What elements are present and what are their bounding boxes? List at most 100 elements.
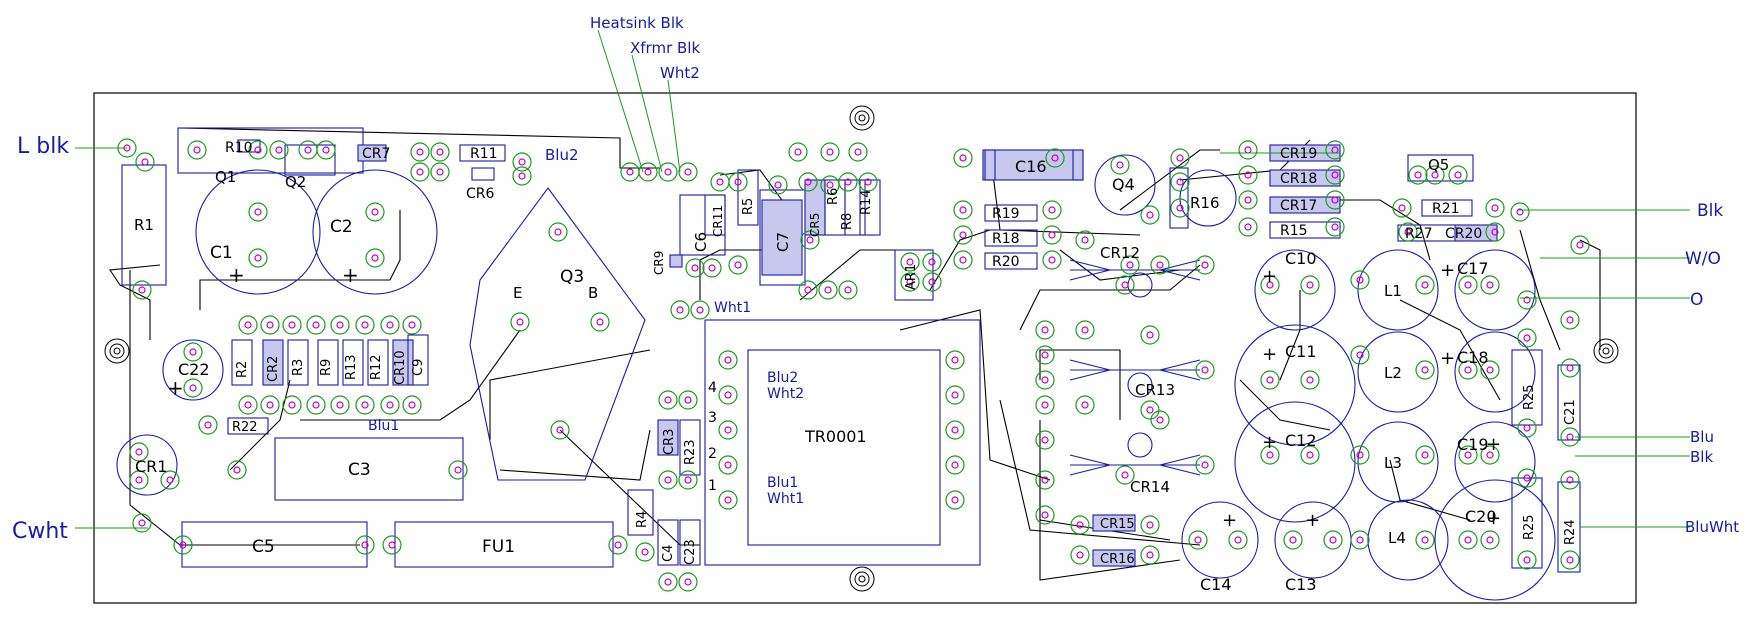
ref-R12: R12	[369, 354, 384, 380]
drill-hole	[1081, 236, 1089, 244]
ref-AR1: AR1	[904, 264, 919, 290]
drill-hole	[696, 306, 704, 314]
wire-label-blk-right: Blk	[1697, 201, 1723, 221]
ref-CR5: CR5	[808, 213, 822, 237]
drill-hole	[724, 391, 732, 399]
svg-text:+: +	[1262, 344, 1277, 365]
drill-hole	[844, 178, 852, 186]
ref-R14: R14	[859, 189, 874, 215]
drill-hole	[312, 321, 320, 329]
solder-pad	[512, 166, 532, 186]
drill-hole	[804, 178, 812, 186]
solder-pad	[945, 455, 965, 475]
ref-C17: C17	[1457, 259, 1489, 278]
drill-hole	[454, 466, 462, 474]
drill-hole	[189, 384, 197, 392]
ref-E: E	[513, 284, 522, 302]
drill-hole	[254, 146, 262, 154]
svg-text:+: +	[1222, 510, 1237, 531]
ref-CR2: CR2	[266, 356, 281, 382]
ref-CR15: CR15	[1100, 517, 1135, 532]
drill-hole	[1121, 281, 1129, 289]
drill-hole	[1076, 551, 1084, 559]
ref-CR17: CR17	[1280, 198, 1317, 214]
solder-pad	[1228, 530, 1248, 550]
drill-hole	[518, 172, 526, 180]
drill-hole	[614, 541, 622, 549]
drill-hole	[1266, 281, 1274, 289]
solder-pad	[678, 390, 698, 410]
wire-label-wht1-tr: Wht1	[767, 491, 804, 507]
drill-hole	[641, 548, 649, 556]
solder-pad	[282, 315, 302, 335]
solder-pad	[306, 395, 326, 415]
drill-hole	[794, 148, 802, 156]
drill-hole	[1156, 261, 1164, 269]
solder-pad	[1035, 370, 1055, 390]
ref-R18: R18	[992, 231, 1020, 247]
component-outlines	[116, 127, 1581, 601]
svg-text:+: +	[1305, 510, 1320, 531]
drill-hole	[244, 321, 252, 329]
svg-text:+: +	[167, 376, 184, 400]
drill-hole	[1523, 556, 1531, 564]
solder-pad	[380, 315, 400, 335]
mounting-hole-bottom	[849, 566, 875, 592]
drill-hole	[361, 541, 369, 549]
solder-pad	[1075, 320, 1095, 340]
drill-hole	[1244, 171, 1252, 179]
ref-R1: R1	[134, 216, 154, 234]
solder-pad	[1408, 165, 1428, 185]
drill-hole	[824, 286, 832, 294]
drill-hole	[644, 168, 652, 176]
wire-label-heatsink-blk: Heatsink Blk	[590, 14, 684, 32]
solder-pad	[1035, 470, 1055, 490]
svg-text:+: +	[1440, 260, 1455, 281]
solder-pad	[1042, 225, 1062, 245]
drill-hole	[1523, 474, 1531, 482]
solder-pad	[1035, 430, 1055, 450]
solder-pad	[1170, 148, 1190, 168]
solder-pad	[132, 280, 152, 300]
drill-hole	[336, 401, 344, 409]
ref-R3: R3	[291, 359, 306, 376]
solder-pad	[658, 162, 678, 182]
wire-label-wht2-top: Wht2	[660, 64, 700, 82]
drill-hole	[959, 256, 967, 264]
solder-pad	[260, 315, 280, 335]
ref-C9: C9	[411, 359, 426, 376]
drill-hole	[1464, 281, 1472, 289]
ref-CR7: CR7	[362, 146, 390, 162]
drill-hole	[1486, 366, 1494, 374]
drill-hole	[1244, 223, 1252, 231]
drill-hole	[928, 258, 936, 266]
solder-pad	[1035, 505, 1055, 525]
drill-hole	[361, 401, 369, 409]
drill-hole	[1081, 401, 1089, 409]
solder-pad	[365, 202, 385, 222]
drill-hole	[1566, 556, 1574, 564]
drill-hole	[854, 148, 862, 156]
ref-C5: C5	[252, 537, 275, 557]
drill-hole	[1121, 471, 1129, 479]
solder-pad	[227, 460, 247, 480]
solder-pad	[306, 315, 326, 335]
drill-hole	[135, 476, 143, 484]
solder-pad	[1300, 370, 1320, 390]
solder-pad	[1188, 530, 1208, 550]
solder-pad	[269, 140, 289, 160]
solder-pad	[1045, 148, 1065, 168]
drill-hole	[266, 321, 274, 329]
ref-C14: C14	[1200, 575, 1232, 594]
solder-pad	[355, 315, 375, 335]
ref-R25-lower: R25	[1522, 514, 1537, 540]
solder-pad	[1517, 290, 1537, 310]
drill-hole	[1041, 326, 1049, 334]
solder-pad	[820, 142, 840, 162]
solder-pad	[635, 542, 655, 562]
solder-pad	[718, 455, 738, 475]
solder-pad	[1150, 255, 1170, 275]
ref-CR11: CR11	[711, 205, 725, 237]
ref-R25-upper: R25	[1522, 384, 1537, 410]
solder-pad	[945, 350, 965, 370]
